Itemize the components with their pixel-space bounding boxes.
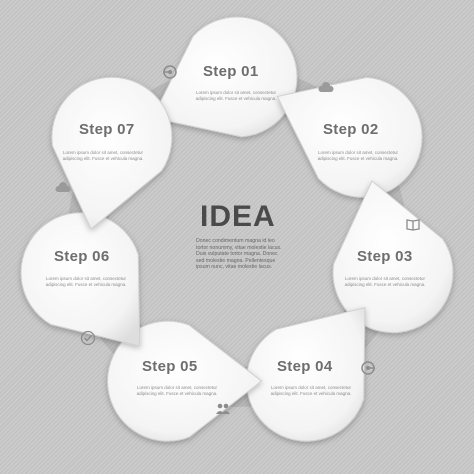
step-title: Step 02 <box>323 121 379 138</box>
step-drop-7 <box>51 76 173 230</box>
target-icon <box>163 65 177 79</box>
step-drop-2 <box>276 76 423 198</box>
step-drop-3 <box>332 180 454 334</box>
book-icon <box>406 219 420 231</box>
cloud-icon <box>318 82 334 92</box>
cloud-icon <box>55 182 71 192</box>
step-description: Lorem ipsum dolor sit amet, consectetur … <box>45 276 127 287</box>
step-drop-4 <box>245 306 366 442</box>
step-description: Lorem ipsum dolor sit amet, consectetur … <box>317 150 399 161</box>
step-description: Lorem ipsum dolor sit amet, consectetur … <box>195 90 277 101</box>
step-drop-5 <box>107 320 263 442</box>
center-description: Donec condimentum magna id leo tortor no… <box>196 238 282 271</box>
step-description: Lorem ipsum dolor sit amet, consectetur … <box>136 385 218 396</box>
step-drop-6 <box>20 212 141 347</box>
step-title: Step 06 <box>54 248 110 265</box>
step-description: Lorem ipsum dolor sit amet, consectetur … <box>62 150 144 161</box>
check-icon <box>80 330 96 346</box>
people-icon <box>216 403 230 414</box>
step-title: Step 01 <box>203 63 259 80</box>
target-icon <box>361 361 375 375</box>
center-title: IDEA <box>200 200 276 233</box>
step-title: Step 07 <box>79 121 135 138</box>
step-title: Step 04 <box>277 358 333 375</box>
step-description: Lorem ipsum dolor sit amet, consectetur … <box>270 385 352 396</box>
step-title: Step 05 <box>142 358 198 375</box>
step-description: Lorem ipsum dolor sit amet, consectetur … <box>344 276 426 287</box>
step-title: Step 03 <box>357 248 413 265</box>
